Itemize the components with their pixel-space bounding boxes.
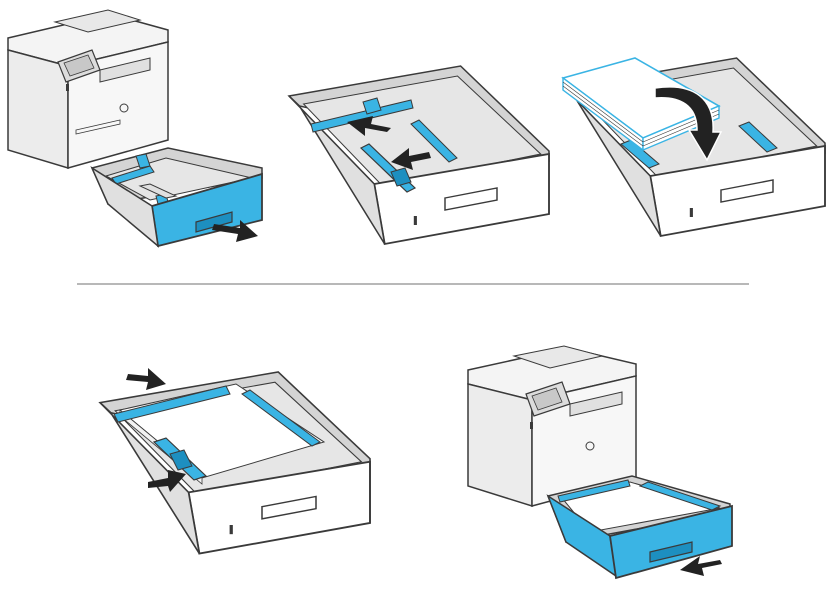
arrow-left-icon (347, 116, 391, 136)
curved-arrow-icon (654, 86, 723, 162)
arrow-right-icon (126, 368, 166, 390)
step-pull-out-tray (0, 0, 280, 260)
step-load-paper (561, 56, 831, 238)
paper-tray-icon (546, 475, 733, 580)
paper-tray-icon (564, 57, 826, 237)
arrow-right-icon (212, 220, 258, 242)
arrow-right-icon (148, 470, 186, 492)
step-slide-paper-guides-open (285, 65, 550, 245)
printer-icon (467, 345, 637, 508)
paper-guide-icon (310, 97, 458, 193)
paper-tray-icon (90, 147, 263, 248)
step-reinsert-tray (466, 345, 746, 586)
arrow-left-icon (680, 556, 722, 576)
step-adjust-guides-to-paper (98, 358, 378, 555)
section-divider (77, 283, 749, 285)
arrow-left-icon (391, 148, 431, 170)
printer-icon (7, 9, 169, 170)
paper-guide-icon (113, 385, 321, 481)
